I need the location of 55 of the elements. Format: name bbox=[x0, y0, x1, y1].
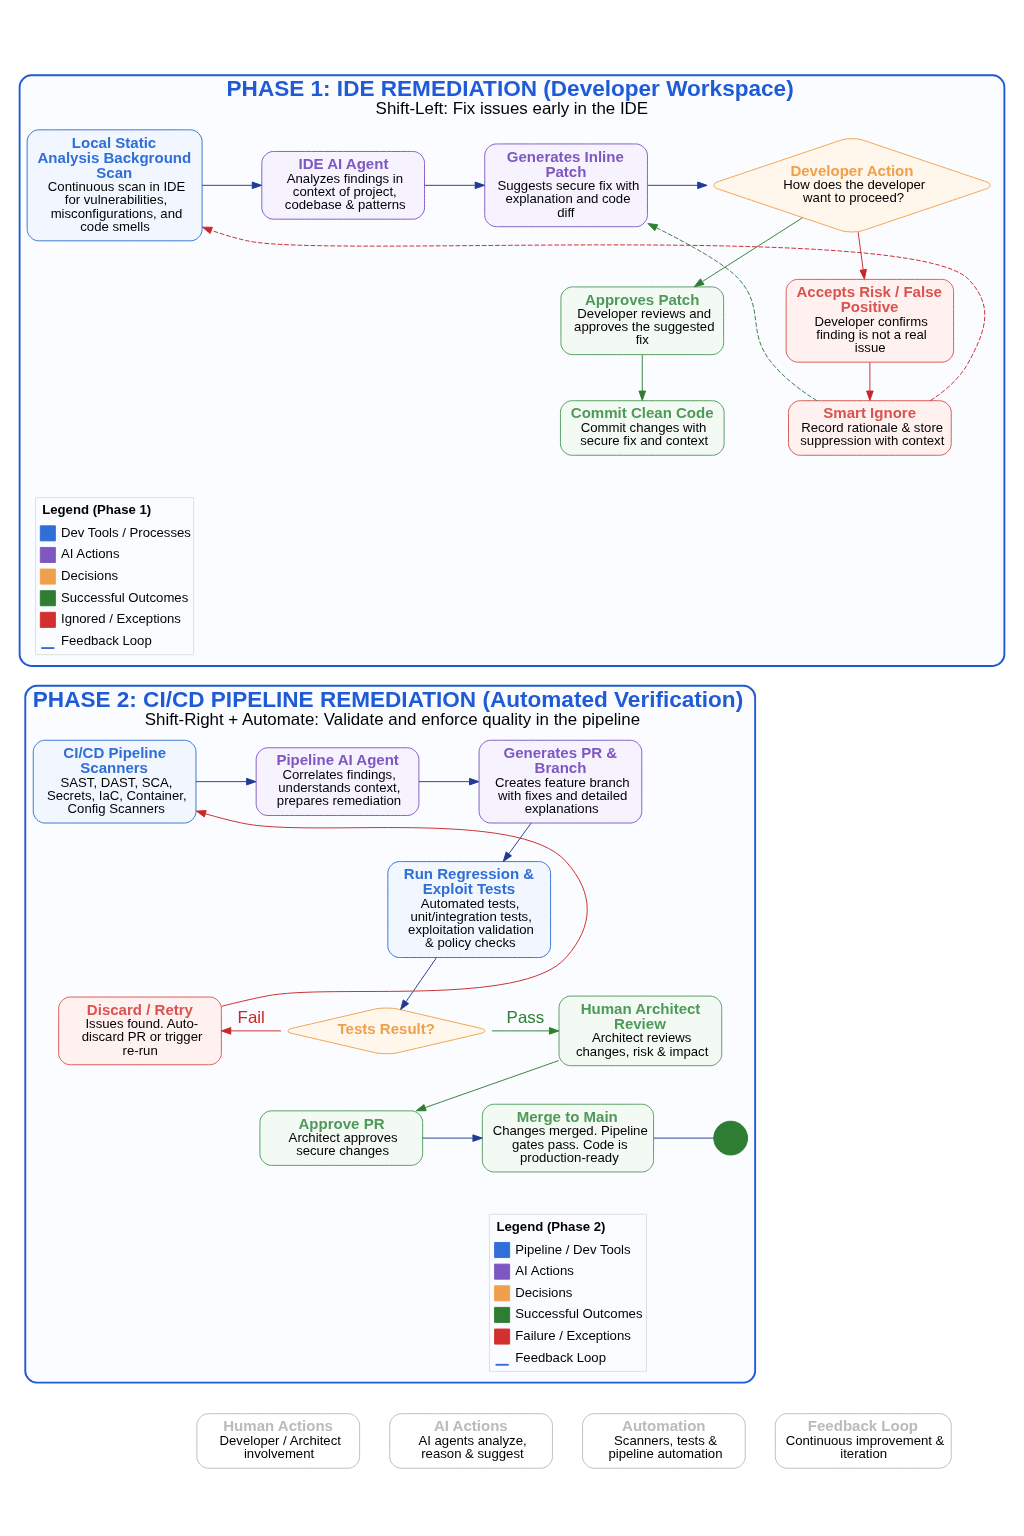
arrow bbox=[415, 1060, 560, 1112]
legend-label: AI Actions bbox=[515, 1263, 574, 1279]
node-box: Discard / Retry Issues found. Auto-discard PR or trigger re-run bbox=[58, 996, 222, 1066]
arrow bbox=[491, 1027, 560, 1035]
legend-label: Feedback Loop bbox=[61, 632, 152, 648]
arrow bbox=[647, 223, 818, 402]
connector bbox=[653, 1137, 714, 1139]
node-box: Merge to Main Changes merged. Pipeline gates pass. Code is production-ready bbox=[481, 1103, 654, 1173]
arrow bbox=[638, 354, 647, 401]
legend-label: Decisions bbox=[61, 568, 119, 584]
arrow bbox=[195, 810, 588, 1007]
arrow bbox=[693, 217, 804, 288]
legend-label: Ignored / Exceptions bbox=[61, 611, 181, 627]
node-box: Run Regression & Exploit Tests Automated tests, unit/integration tests, exploitation validation & policy checks bbox=[387, 861, 552, 958]
arrow bbox=[502, 822, 532, 862]
arrow bbox=[857, 231, 867, 280]
node-box: Smart Ignore Record rationale & store suppression with context bbox=[788, 400, 952, 456]
node-box: Generates Inline Patch Suggests secure fix with explanation and code diff bbox=[484, 143, 648, 228]
legend-label: Dev Tools / Processes bbox=[61, 524, 191, 540]
arrow bbox=[422, 1134, 483, 1142]
legend-label: Feedback Loop bbox=[515, 1349, 606, 1365]
node-box: Pipeline AI Agent Correlates findings, understands context, prepares remediation bbox=[255, 747, 420, 816]
edge-label: Fail bbox=[237, 1007, 265, 1027]
node-box: Automation Scanners, tests & pipeline automation bbox=[582, 1413, 746, 1469]
node-box: Approve PR Architect approves secure changes bbox=[259, 1110, 424, 1166]
legend-label: Failure / Exceptions bbox=[515, 1328, 631, 1344]
arrow bbox=[202, 226, 986, 402]
label: Legend (Phase 1) bbox=[42, 502, 152, 518]
legend-label: AI Actions bbox=[61, 546, 120, 562]
node-box: Local Static Analysis Background Scan Continuous scan in IDE for vulnerabilities, misconfigurations, and code smells bbox=[26, 129, 203, 242]
node-box: Generates PR & Branch Creates feature branch with fixes and detailed explanations bbox=[478, 739, 643, 824]
arrow bbox=[418, 777, 480, 786]
arrow bbox=[195, 777, 257, 786]
edge-label: Pass bbox=[506, 1007, 545, 1027]
legend-label: Pipeline / Dev Tools bbox=[515, 1241, 631, 1257]
node-box: Human Actions Developer / Architect involvement bbox=[196, 1413, 361, 1469]
arrow bbox=[866, 361, 874, 401]
arrow bbox=[647, 181, 708, 190]
node-box: Approves Patch Developer reviews and approves the suggested fix bbox=[560, 286, 725, 356]
node-box: Accepts Risk / False Positive Developer confirms finding is not a real issue bbox=[785, 278, 955, 363]
arrow bbox=[424, 181, 486, 190]
node-box: Commit Clean Code Commit changes with secure fix and context bbox=[559, 400, 725, 456]
node-box: Human Architect Review Architect reviews changes, risk & impact bbox=[558, 995, 723, 1067]
node-circle bbox=[713, 1120, 749, 1156]
arrow bbox=[400, 957, 437, 1010]
arrow bbox=[220, 1027, 282, 1035]
arrow bbox=[201, 181, 263, 190]
legend-label: Successful Outcomes bbox=[61, 589, 189, 605]
label: Legend (Phase 2) bbox=[496, 1218, 606, 1234]
node-box: Feedback Loop Continuous improvement & iteration bbox=[774, 1413, 952, 1469]
node-box: IDE AI Agent Analyzes findings in context of project, codebase & patterns bbox=[261, 151, 425, 220]
legend-label: Successful Outcomes bbox=[515, 1306, 643, 1322]
legend-label: Decisions bbox=[515, 1284, 573, 1300]
node-box: CI/CD Pipeline Scanners SAST, DAST, SCA, Secrets, IaC, Container, Config Scanners bbox=[32, 739, 197, 824]
node-box: AI Actions AI agents analyze, reason & suggest bbox=[389, 1413, 553, 1469]
